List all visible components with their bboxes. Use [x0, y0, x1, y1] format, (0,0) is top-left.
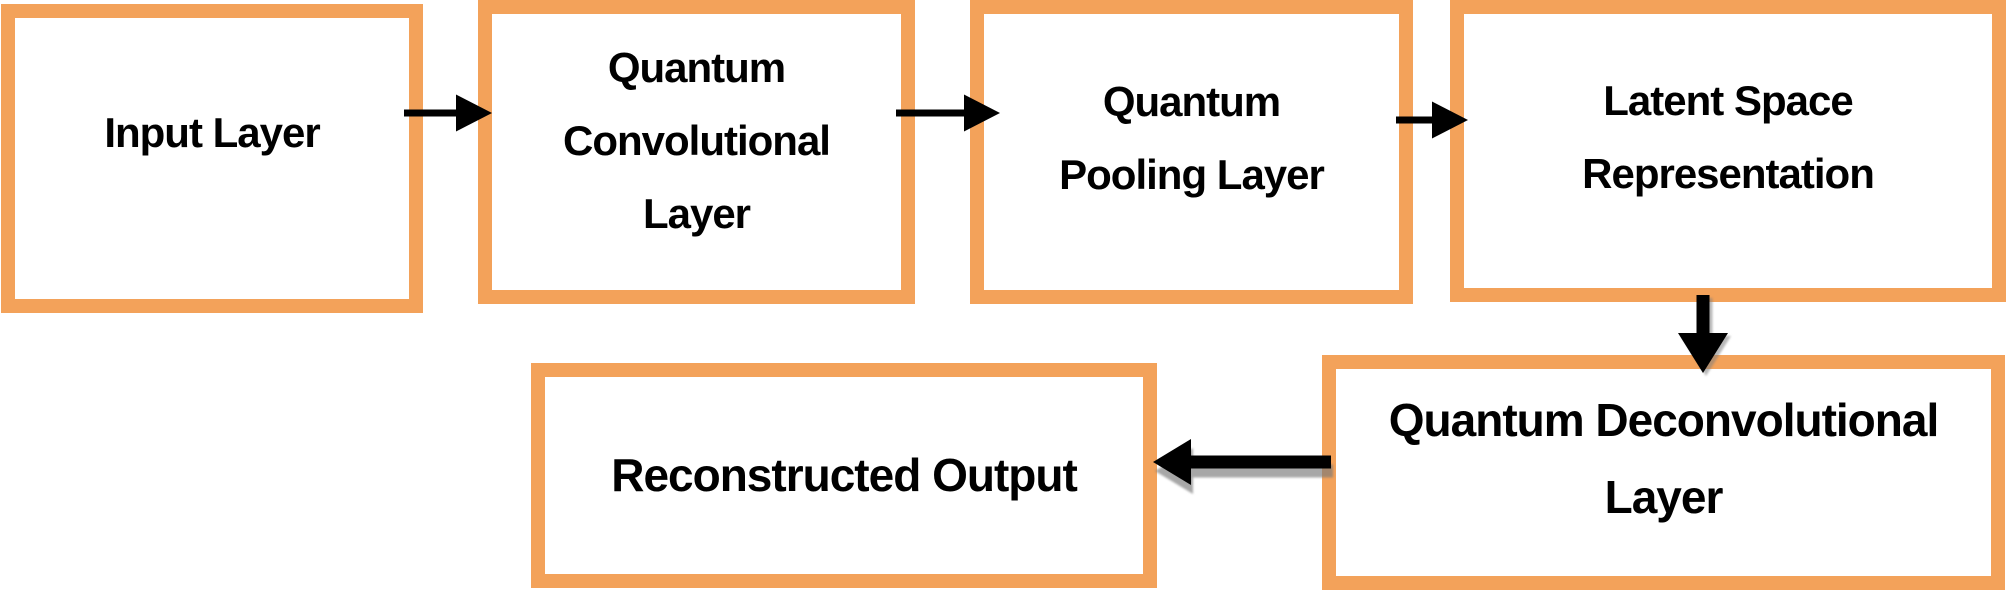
box-label-line: Pooling Layer — [1059, 151, 1325, 198]
arrow-convolutional-to-pooling-icon — [896, 91, 1000, 135]
box-reconstructed-output: Reconstructed Output — [531, 363, 1157, 588]
box-label-line: Layer — [1604, 470, 1724, 523]
box-input-layer: Input Layer — [1, 4, 423, 313]
box-quantum-pooling-layer: Quantum Pooling Layer — [970, 0, 1413, 304]
box-label-line: Convolutional — [563, 116, 831, 164]
box-label-line: Latent Space — [1603, 77, 1853, 124]
arrow-pooling-to-latent-icon — [1396, 98, 1468, 142]
box-label: Reconstructed Output — [611, 449, 1078, 501]
box-quantum-deconvolutional-layer: Quantum Deconvolutional Layer — [1322, 355, 2005, 590]
box-label-line: Representation — [1582, 150, 1875, 197]
arrow-deconvolutional-to-reconstructed-icon — [1151, 437, 1331, 487]
box-latent-space-representation: Latent Space Representation — [1450, 0, 2006, 302]
box-label-line: Quantum — [607, 43, 786, 91]
box-label-line: Quantum — [1102, 78, 1281, 125]
box-quantum-convolutional-layer: Quantum Convolutional Layer — [478, 0, 915, 304]
box-label-line: Layer — [642, 189, 751, 237]
arrow-latent-to-deconvolutional-icon — [1675, 295, 1731, 373]
box-label-line: Quantum Deconvolutional — [1388, 393, 1939, 446]
box-label: Input Layer — [104, 109, 320, 156]
arrow-input-to-convolutional-icon — [404, 91, 492, 135]
